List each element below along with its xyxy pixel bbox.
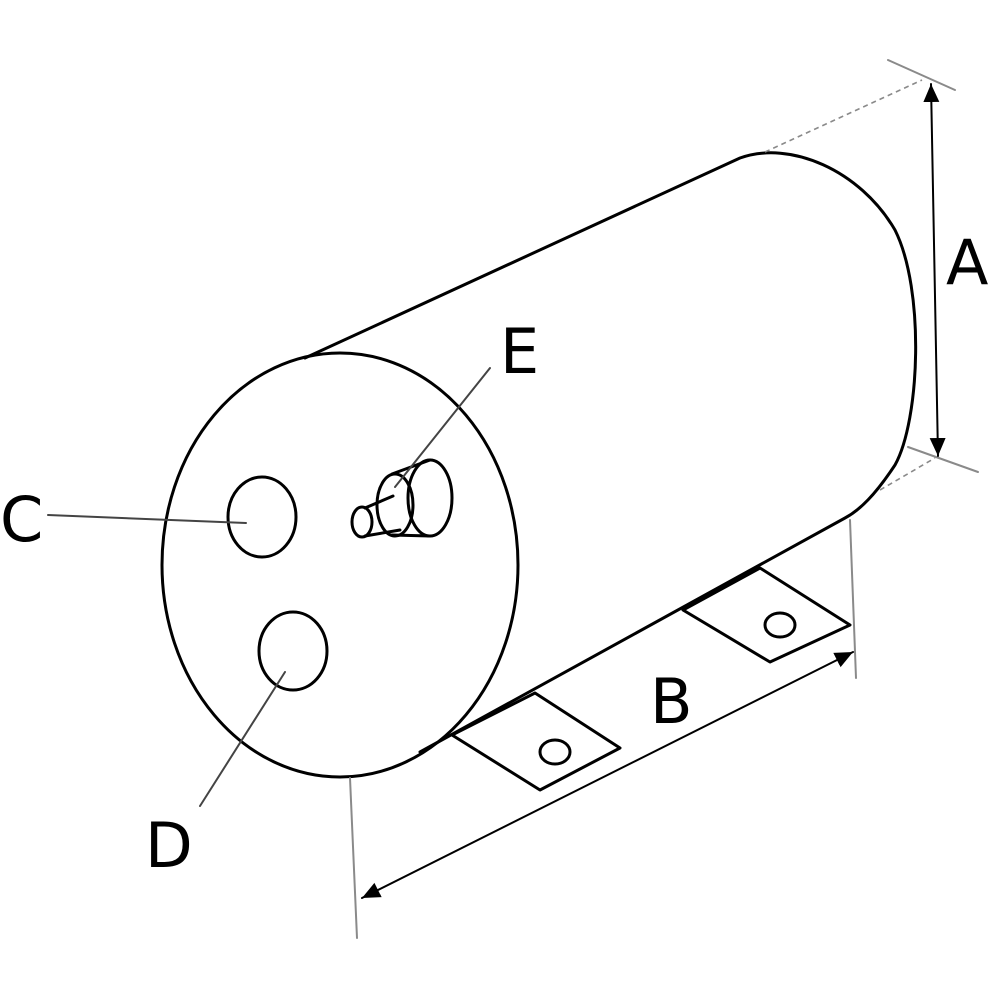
label-c: C [0, 483, 43, 556]
mounting-hole-rear [763, 611, 797, 639]
leader-c [47, 514, 247, 524]
leader-d [199, 671, 286, 807]
label-a: A [946, 226, 988, 299]
mounting-foot-rear [681, 566, 852, 664]
dimension-b [349, 519, 857, 939]
dimension-a [764, 59, 979, 491]
port-c [226, 475, 298, 559]
label-d: D [145, 809, 193, 882]
terminal-stud-e [350, 458, 454, 539]
label-b: B [650, 665, 693, 738]
mounting-hole-front [538, 738, 572, 766]
label-e: E [500, 315, 539, 388]
cylinder-end-face [160, 351, 520, 779]
leader-e [394, 367, 491, 488]
port-d [257, 610, 329, 692]
cylinder-body [303, 151, 918, 754]
mounting-foot-front [450, 691, 622, 792]
